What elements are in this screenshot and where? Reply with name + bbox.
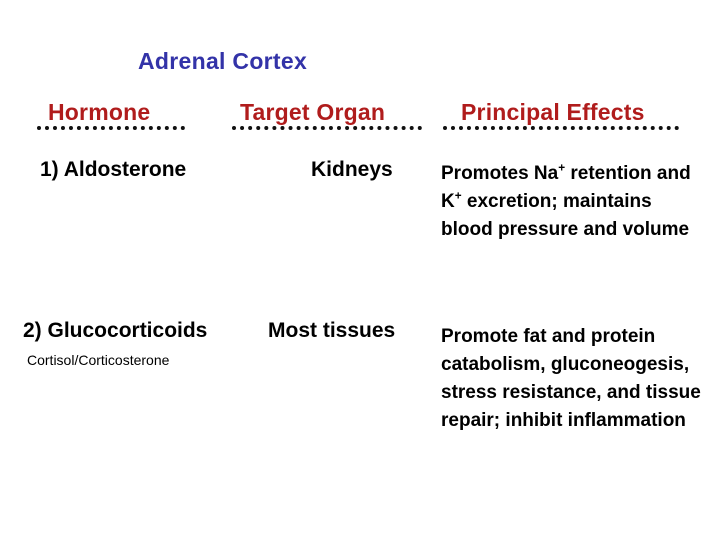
column-header-hormone: Hormone	[48, 99, 151, 125]
table-row-2-principal-effects: Promote fat and protein catabolism, gluc…	[441, 326, 701, 431]
table-row-1-principal-effects: Promotes Na+ retention and K+ excretion;…	[441, 160, 703, 244]
sodium-superscript-charge: +	[558, 161, 566, 175]
table-row-2-target-organ: Most tissues	[268, 319, 396, 342]
table-row-1-target-organ: Kidneys	[311, 158, 393, 181]
table-row-1-hormone: 1) Aldosterone	[40, 158, 187, 181]
page-title: Adrenal Cortex	[138, 48, 308, 74]
potassium-superscript-charge: +	[454, 189, 462, 203]
column-header-principal-effects-rule	[443, 126, 679, 130]
column-header-target-organ-rule	[232, 126, 422, 130]
effects-text-before-na: Promotes Na	[441, 163, 559, 184]
column-header-target-organ: Target Organ	[240, 99, 386, 125]
column-header-principal-effects: Principal Effects	[461, 99, 645, 125]
table-row-2-hormone-subtitle: Cortisol/Corticosterone	[27, 352, 170, 368]
table-row-2-hormone: 2) Glucocorticoids	[23, 319, 208, 342]
column-header-hormone-rule	[37, 126, 185, 130]
effects-text-middle: retention and K	[441, 163, 691, 212]
effects-text-after: excretion; maintains blood pressure and …	[441, 191, 690, 240]
